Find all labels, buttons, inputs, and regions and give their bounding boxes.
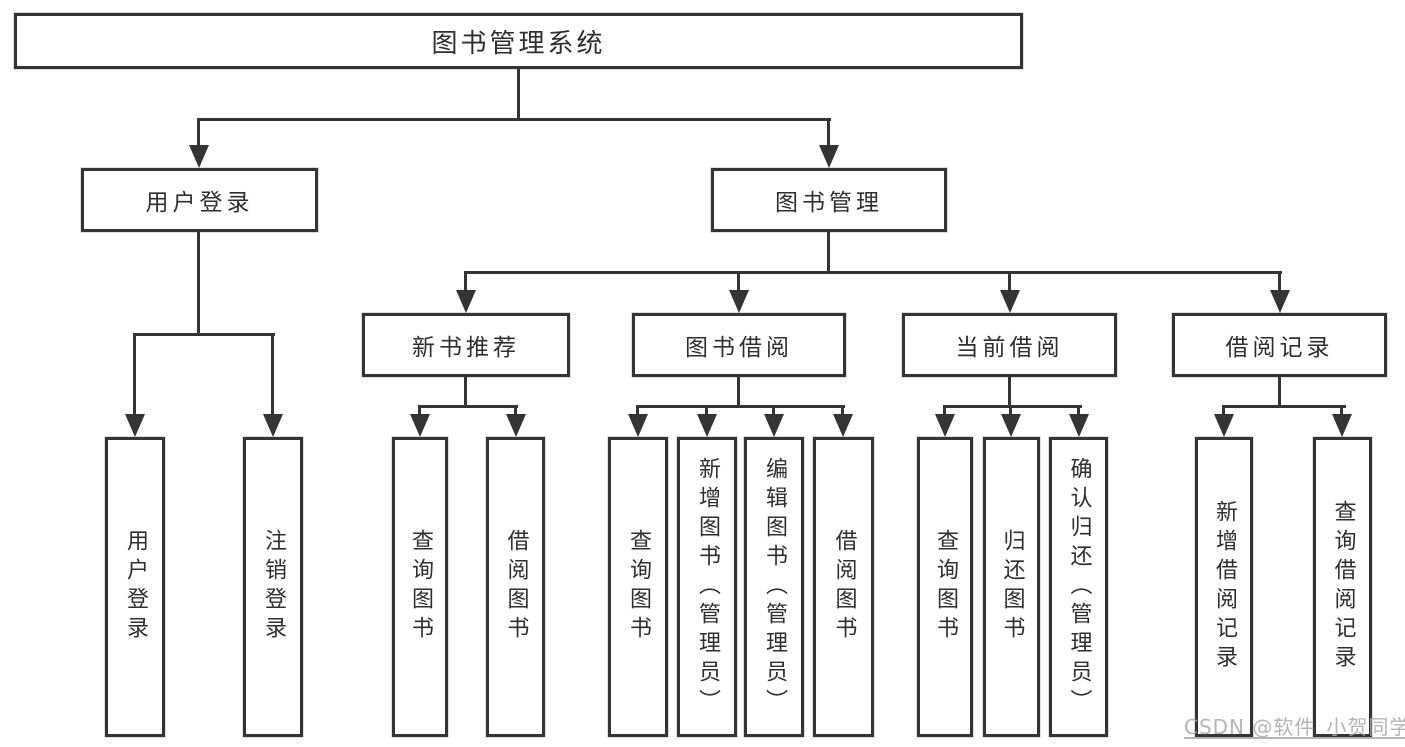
- node-book-borrowing: 图书借阅: [632, 313, 846, 377]
- connector-line: [517, 69, 520, 120]
- connector-line: [464, 271, 1282, 274]
- node-book-management: 图书管理: [711, 168, 947, 232]
- watermark: CSDN @软件_小贺同学: [1184, 715, 1405, 739]
- node-logout-leaf: 注销登录: [243, 437, 303, 737]
- connector-line: [1008, 377, 1011, 408]
- connector-line: [197, 118, 200, 147]
- arrow-down-icon: [410, 414, 430, 437]
- node-edit-book-admin: 编辑图书（管理员）: [744, 437, 804, 737]
- arrow-down-icon: [506, 414, 526, 437]
- arrow-down-icon: [263, 414, 283, 437]
- node-borrowing-records: 借阅记录: [1172, 313, 1387, 377]
- arrow-down-icon: [1000, 290, 1020, 313]
- connector-line: [197, 232, 200, 336]
- node-query-books-current: 查询图书: [917, 437, 973, 737]
- arrow-down-icon: [833, 414, 853, 437]
- arrow-down-icon: [819, 145, 839, 168]
- arrow-down-icon: [1001, 414, 1021, 437]
- arrow-down-icon: [729, 290, 749, 313]
- arrow-down-icon: [764, 414, 784, 437]
- connector-line: [943, 405, 1082, 408]
- node-current-borrowing: 当前借阅: [902, 313, 1117, 377]
- arrow-down-icon: [628, 414, 648, 437]
- node-borrow-books-recommend: 借阅图书: [486, 437, 545, 737]
- connector-line: [197, 118, 831, 121]
- node-return-book: 归还图书: [983, 437, 1040, 737]
- connector-line: [1077, 405, 1080, 416]
- arrow-down-icon: [1270, 290, 1290, 313]
- node-login-leaf: 用户登录: [105, 437, 165, 737]
- node-add-borrow-record: 新增借阅记录: [1195, 437, 1253, 737]
- connector-line: [1222, 405, 1225, 416]
- arrow-down-icon: [1332, 414, 1352, 437]
- connector-line: [418, 405, 518, 408]
- connector-line: [827, 118, 830, 147]
- connector-line: [772, 405, 775, 416]
- arrow-down-icon: [456, 290, 476, 313]
- connector-line: [1278, 271, 1281, 294]
- arrow-down-icon: [697, 414, 717, 437]
- connector-line: [1340, 405, 1343, 416]
- connector-line: [1222, 405, 1346, 408]
- connector-line: [464, 271, 467, 294]
- connector-line: [1009, 405, 1012, 416]
- node-query-books-borrowing: 查询图书: [608, 437, 668, 737]
- connector-line: [636, 405, 845, 408]
- connector-line: [271, 333, 274, 416]
- connector-line: [636, 405, 639, 416]
- connector-line: [1008, 271, 1011, 294]
- connector-line: [841, 405, 844, 416]
- node-borrow-books-borrowing: 借阅图书: [813, 437, 874, 737]
- connector-line: [133, 333, 136, 416]
- node-query-books-recommend: 查询图书: [392, 437, 448, 737]
- connector-line: [737, 377, 740, 408]
- connector-line: [827, 232, 830, 274]
- node-query-borrow-record: 查询借阅记录: [1313, 437, 1372, 737]
- arrow-down-icon: [189, 145, 209, 168]
- connector-line: [418, 405, 421, 416]
- connector-line: [1278, 377, 1281, 408]
- node-add-book-admin: 新增图书（管理员）: [677, 437, 737, 737]
- connector-line: [133, 333, 275, 336]
- connector-line: [514, 405, 517, 416]
- connector-line: [737, 271, 740, 294]
- node-user-login: 用户登录: [81, 168, 318, 232]
- arrow-down-icon: [1214, 414, 1234, 437]
- node-new-book-recommend: 新书推荐: [362, 313, 570, 377]
- connector-line: [705, 405, 708, 416]
- arrow-down-icon: [935, 414, 955, 437]
- arrow-down-icon: [125, 414, 145, 437]
- connector-line: [943, 405, 946, 416]
- node-library-system: 图书管理系统: [14, 13, 1023, 69]
- node-confirm-return-admin: 确认归还（管理员）: [1049, 437, 1108, 737]
- arrow-down-icon: [1069, 414, 1089, 437]
- connector-line: [464, 377, 467, 408]
